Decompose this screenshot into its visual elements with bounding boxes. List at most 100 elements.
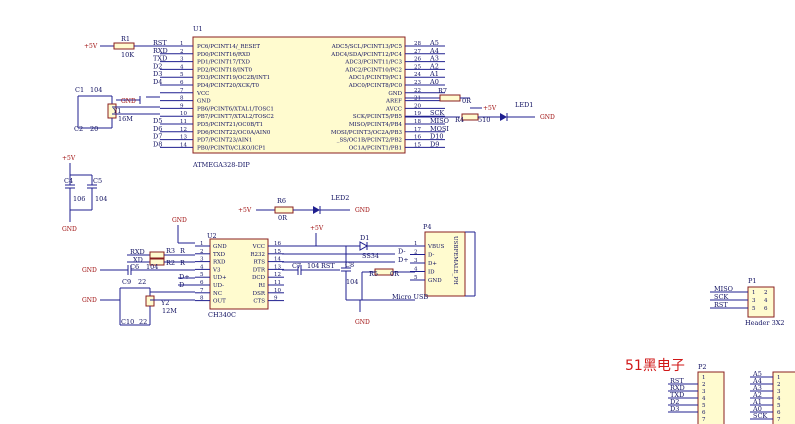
p1-pin-number: 1 [752,290,756,296]
u2-rxd-label: RXD [130,248,145,256]
u1-pin-number: 11 [180,119,187,125]
u1-net-label: A2 [429,62,439,70]
u1-pin-number: 23 [414,80,421,86]
u1-pin-name: PD2/PCINT18/INT0 [197,67,253,73]
p1-pin-number: 4 [764,298,768,304]
p1-net-label: RST [714,301,728,309]
p1-part: Header 3X2 [745,319,784,327]
p3-net-label: A0 [752,405,762,413]
led2-symbol [313,206,320,214]
u2-part: CH340C [208,311,236,319]
r7-vcc: +5V [483,105,497,112]
u1-pin-number: 5 [180,72,184,78]
u2-top-gnd: GND [172,217,187,224]
p3-pin-number: 1 [777,375,781,381]
u2-pin-name: RTS [254,260,266,266]
u1-net-label: SCK [430,109,444,117]
u2-pin-number: 5 [200,272,204,278]
p2-pin-number: 7 [702,417,706,423]
p2-pin-number: 4 [702,396,706,402]
u1-net-label: D9 [430,140,439,148]
r7-ref: R7 [438,87,447,95]
u2-body [209,238,269,310]
p1-pin-number: 3 [752,298,756,304]
u2-pin-name: RI [259,283,265,289]
u1-pin-name: PD5/PCINT21/OC0B/T1 [197,122,263,128]
u2-ref: U2 [207,232,217,240]
u1-pin-name: AVCC [385,106,402,112]
y1-value: 16M [118,115,133,123]
led2-ref: LED2 [331,194,349,202]
u1-body [192,36,406,154]
u1-pin-name: PB6/PCINT6/XTAL1/TOSC1 [197,106,274,112]
c4-vcc: +5V [62,155,76,162]
p1-pin-number: 6 [764,306,768,312]
u1-pin-name: PD4/PCINT20/XCK/T0 [197,83,260,89]
u1-pin-name: SCK/PCINT5/PB5 [353,114,403,120]
led1-ref: LED1 [515,101,533,109]
p2-pin-number: 6 [702,410,706,416]
u1-pin-name: MISO/PCINT4/PB4 [349,122,403,128]
u1-pin-number: 6 [180,80,184,86]
p4-pin-name: VBUS [427,244,445,250]
u2-pin-number: 9 [274,296,278,302]
r6-ref: R6 [277,197,286,205]
d1-ref: D1 [360,234,369,242]
u2-pin-number: 15 [274,249,281,255]
u1-pin-number: 2 [180,49,184,55]
u1-pin-name: PD3/PCINT19/OC2B/INT1 [197,75,270,81]
u2-pin-name: GND [213,244,227,250]
p2-pin-number: 1 [702,375,706,381]
r6-body [274,206,294,214]
u2-pin-number: 14 [274,257,281,263]
p2-pin-number: 3 [702,389,706,395]
p2-pin-number: 2 [702,382,706,388]
u1-pin-number: 18 [414,119,421,125]
u2-pin-name: OUT [213,299,226,305]
p2-pin-number: 5 [702,403,706,409]
p4-net-label: D- [398,248,406,256]
p3-pins: 123456789 [777,375,781,423]
u1-net-label: D2 [153,62,162,70]
u1-pin-name: PD1/PCINT17/TXD [197,60,250,66]
p4-usb-connector: P4 Micro USB USBFEMALE_PH VBUS1D-2D+3ID4… [392,223,476,301]
u1-pin-number: 21 [414,96,421,102]
u1-pin-name: VCC [196,91,209,97]
r3-value: R [180,247,186,255]
u1-pin-number: 16 [414,135,421,141]
u2-pin-number: 11 [274,280,281,286]
u1-pin-name: GND [388,91,402,97]
u2-pin-name: TXD [213,252,226,258]
p4-part: Micro USB [392,293,428,301]
u1-pin-name: MOSI/PCINT3/OC2A/PB3 [331,130,403,136]
c6-gnd: GND [82,267,97,274]
u1-pin-name: AREF [385,99,402,105]
u2-pin-number: 8 [200,296,204,302]
c7-value: 104 [307,262,319,270]
c1-value: 104 [90,86,102,94]
c4-ref: C4 [64,177,73,185]
c8-gnd: GND [355,319,370,326]
r1-value: 10K [121,51,134,59]
p4-pin-number: 1 [414,241,418,247]
u1-left-pins: PC6/PCINT14/_RESET1RSTPD0/PCINT16/RXD2RX… [153,39,274,151]
y1-ref: Y1 [112,107,121,115]
c1-ref: C1 [75,86,84,94]
p2-net-label: D3 [670,405,679,413]
r6-value: 0R [278,214,288,222]
c8-ref: C8 [345,261,354,269]
c5-value: 104 [95,195,107,203]
r4-value: 510 [478,116,490,124]
p3-pin-number: 7 [777,417,781,423]
u1-net-label: D5 [153,117,162,125]
u1-pin-number: 12 [180,127,187,133]
u2-pin-number: 2 [200,249,204,255]
u1-pin-number: 17 [414,127,421,133]
p4-pin-name: D- [428,253,435,259]
p3-pin-number: 5 [777,403,781,409]
r4-body [461,113,479,121]
